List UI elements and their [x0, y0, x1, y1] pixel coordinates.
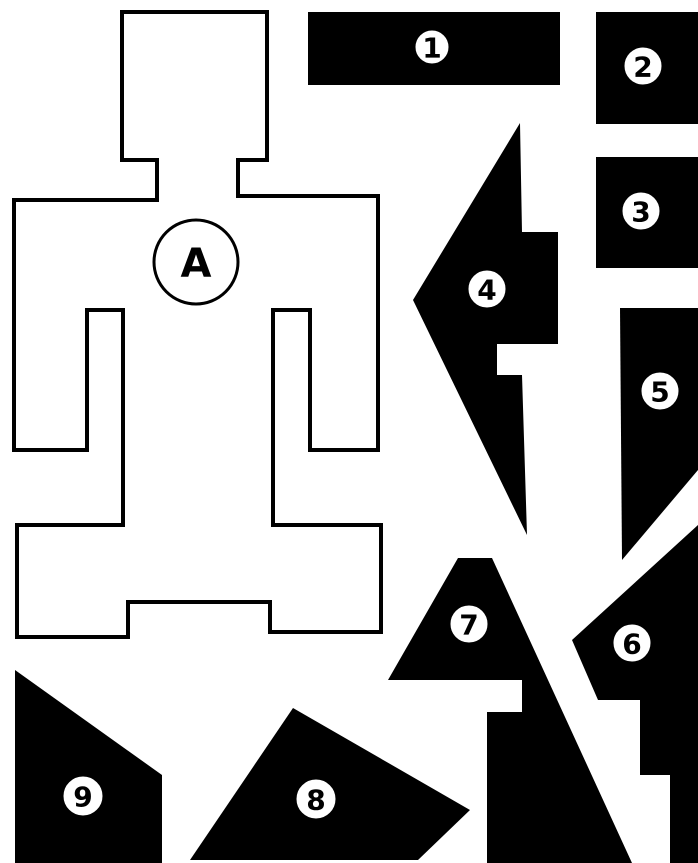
figure-a-outline: A	[14, 12, 381, 637]
piece-7-label: 7	[459, 609, 478, 642]
piece-6-label: 6	[622, 628, 641, 661]
piece-9-label: 9	[73, 781, 92, 814]
piece-8-label: 8	[306, 784, 325, 817]
piece-4-label: 4	[477, 274, 496, 307]
piece-4: 4	[413, 123, 558, 535]
piece-2: 2	[596, 12, 698, 124]
piece-1: 1	[308, 12, 560, 85]
piece-8: 8	[190, 708, 470, 860]
piece-3: 3	[596, 157, 698, 268]
piece-1-label: 1	[422, 32, 441, 65]
piece-5: 5	[620, 308, 698, 560]
figure-a-label: A	[181, 241, 212, 287]
piece-3-label: 3	[631, 196, 650, 229]
piece-9: 9	[15, 670, 162, 863]
piece-5-label: 5	[650, 376, 669, 409]
piece-2-label: 2	[633, 51, 652, 84]
